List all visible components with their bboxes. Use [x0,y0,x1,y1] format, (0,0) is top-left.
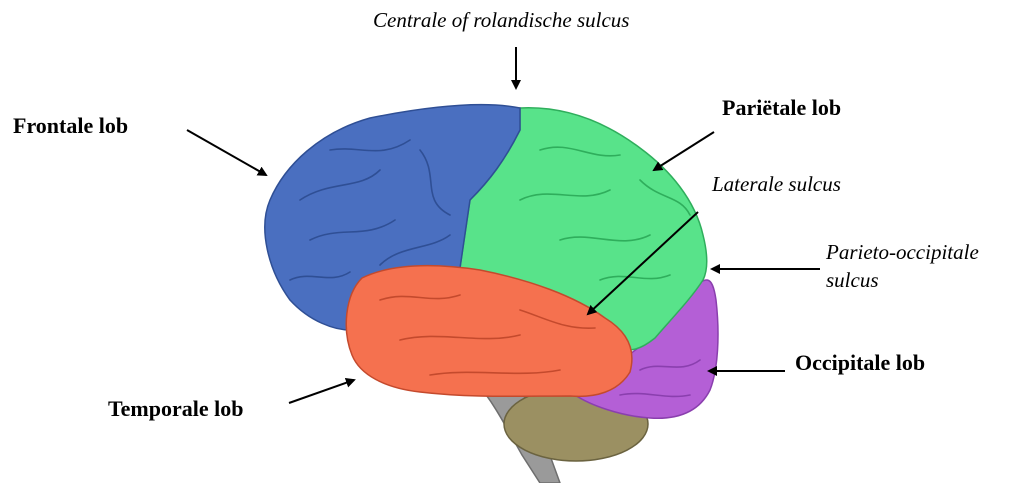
temporal-lobe-label: Temporale lob [108,397,243,421]
parietal-lobe-label: Pariëtale lob [722,96,841,120]
parieto-occipital-sulcus-label-line2: sulcus [826,268,879,292]
arrow-frontal [187,130,266,175]
arrow-temporal [289,380,354,403]
lateral-sulcus-label: Laterale sulcus [712,172,841,196]
parieto-occipital-sulcus-label-line1: Parieto-occipitale [826,240,979,264]
central-sulcus-label: Centrale of rolandische sulcus [373,8,629,32]
frontal-lobe-label: Frontale lob [13,114,128,138]
occipital-lobe-label: Occipitale lob [795,351,925,375]
arrow-parietal [654,132,714,170]
